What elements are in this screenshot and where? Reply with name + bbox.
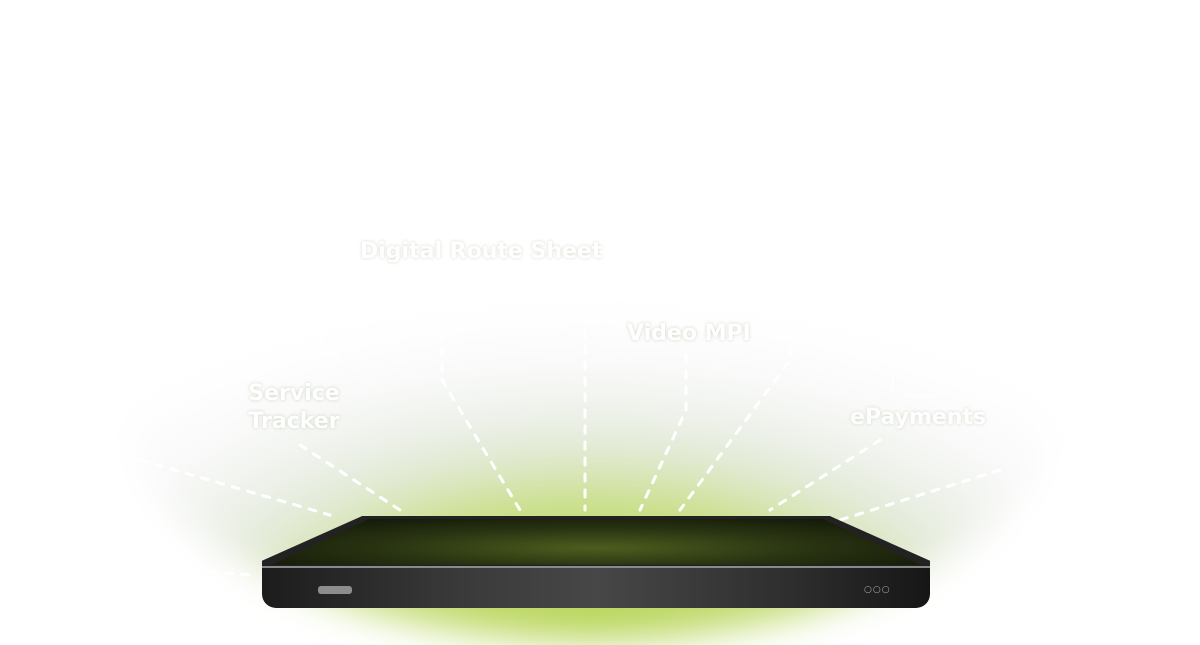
calendar-icon bbox=[37, 504, 101, 586]
charging-port-icon bbox=[318, 586, 352, 594]
feature-label-epayments: ePayments bbox=[850, 405, 987, 430]
phone-body bbox=[262, 568, 930, 608]
feature-label-service-tracker: Service Tracker bbox=[248, 381, 340, 434]
connector-lines bbox=[128, 248, 1002, 577]
feature-label-digital-route-sheet: Digital Route Sheet bbox=[360, 239, 603, 264]
car-inspection-icon bbox=[251, 291, 342, 362]
phone-screen bbox=[272, 519, 920, 565]
tablet-tools-icon bbox=[652, 229, 730, 311]
phone-payment-icon bbox=[892, 299, 942, 397]
phone-device: ○○○ bbox=[262, 516, 930, 608]
speaker-dots-icon: ○○○ bbox=[864, 585, 891, 595]
feature-label-video-mpi: Video MPI bbox=[627, 321, 751, 346]
